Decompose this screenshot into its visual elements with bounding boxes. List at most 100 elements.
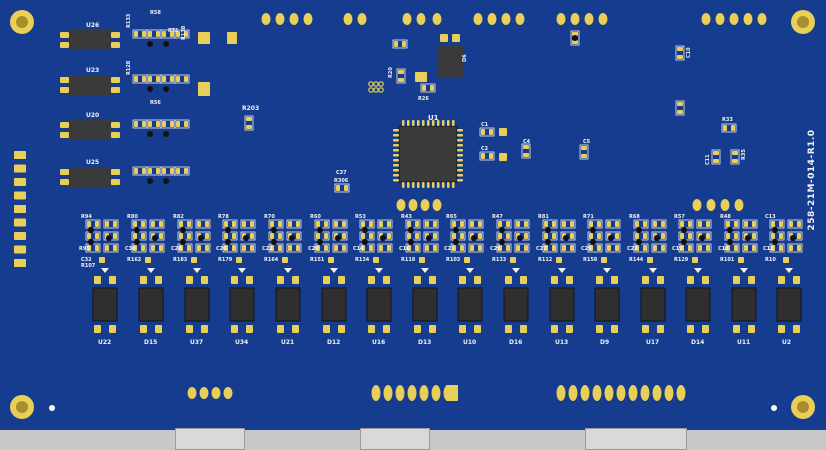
copper-pad (316, 233, 320, 239)
copper-pad (373, 257, 379, 263)
copper-pad (113, 233, 117, 239)
copper-pad (111, 132, 120, 138)
copper-pad (642, 276, 649, 284)
silkscreen-label: R33 (722, 117, 733, 123)
copper-pad (688, 221, 692, 227)
polarity-dot (163, 178, 169, 184)
silkscreen-label: R71 (583, 214, 594, 220)
copper-pad (105, 245, 109, 251)
silkscreen-label: R107 (81, 263, 96, 269)
silkscreen-label: R60 (310, 214, 321, 220)
copper-pad (227, 32, 237, 44)
copper-pad (14, 178, 26, 186)
copper-pad (457, 164, 463, 167)
header-pad (757, 13, 767, 25)
silkscreen-label: C30 (125, 246, 136, 252)
copper-pad (470, 245, 474, 251)
silkscreen-label: C1 (481, 122, 489, 128)
copper-pad (457, 159, 463, 162)
copper-pad (643, 245, 647, 251)
copper-pad (198, 82, 210, 96)
silkscreen-label: C32 (81, 257, 92, 263)
silkscreen-label: C21 (444, 246, 455, 252)
copper-pad (14, 218, 26, 227)
copper-pad (615, 221, 619, 227)
silkscreen-label: R158 (583, 257, 598, 263)
header-pad (261, 13, 271, 25)
copper-pad (231, 325, 238, 333)
copper-pad (184, 121, 188, 127)
header-pad (416, 13, 426, 25)
copper-pad (733, 325, 740, 333)
copper-pad (789, 245, 793, 251)
mosfet-package (731, 287, 757, 322)
copper-pad (687, 325, 694, 333)
copper-pad (457, 169, 463, 172)
copper-pad (713, 151, 719, 155)
copper-pad (647, 257, 653, 263)
header-pad (734, 199, 744, 211)
copper-pad (607, 245, 611, 251)
copper-pad (442, 120, 445, 126)
copper-pad (278, 233, 282, 239)
component-outline (174, 166, 190, 176)
silkscreen-label: R65 (446, 214, 457, 220)
copper-pad (134, 168, 138, 174)
polarity-dot (225, 239, 231, 245)
silkscreen-label: C28 (171, 246, 182, 252)
copper-pad (109, 325, 116, 333)
copper-pad (323, 325, 330, 333)
copper-pad (170, 76, 174, 82)
via (368, 81, 374, 87)
copper-pad (393, 159, 399, 162)
silkscreen-label: R70 (264, 214, 275, 220)
copper-pad (361, 233, 365, 239)
polarity-dot (147, 178, 153, 184)
copper-pad (425, 245, 429, 251)
component-outline (742, 243, 758, 253)
copper-pad (87, 233, 91, 239)
copper-pad (277, 325, 284, 333)
copper-pad (176, 76, 180, 82)
component-outline (286, 219, 302, 229)
copper-pad (478, 245, 482, 251)
copper-pad (460, 221, 464, 227)
header-pad (407, 385, 417, 401)
copper-pad (433, 221, 437, 227)
arrow-marker (101, 268, 109, 273)
copper-pad (148, 121, 152, 127)
copper-pad (111, 179, 120, 185)
copper-pad (246, 325, 253, 333)
silkscreen-label: R43 (401, 214, 412, 220)
arrow-marker (238, 268, 246, 273)
copper-pad (394, 41, 398, 47)
header-pad (199, 387, 209, 399)
copper-pad (402, 182, 405, 188)
header-pad (289, 13, 299, 25)
copper-pad (797, 233, 801, 239)
copper-pad (524, 245, 528, 251)
copper-pad (111, 42, 120, 48)
copper-pad (698, 245, 702, 251)
silkscreen-label: D16 (509, 339, 522, 346)
copper-pad (489, 129, 493, 135)
copper-pad (570, 245, 574, 251)
copper-pad (379, 221, 383, 227)
copper-pad (170, 31, 174, 37)
copper-pad (113, 245, 117, 251)
polarity-dot (654, 235, 660, 241)
component-outline (377, 243, 393, 253)
copper-pad (242, 245, 246, 251)
copper-pad (383, 276, 390, 284)
copper-pad (156, 121, 160, 127)
copper-pad (713, 159, 719, 163)
copper-pad (425, 221, 429, 227)
polarity-dot (225, 227, 231, 233)
copper-pad (771, 221, 775, 227)
copper-pad (738, 257, 744, 263)
copper-pad (338, 276, 345, 284)
polarity-dot (362, 227, 368, 233)
copper-pad (677, 102, 683, 106)
copper-pad (505, 325, 512, 333)
copper-pad (14, 151, 26, 159)
